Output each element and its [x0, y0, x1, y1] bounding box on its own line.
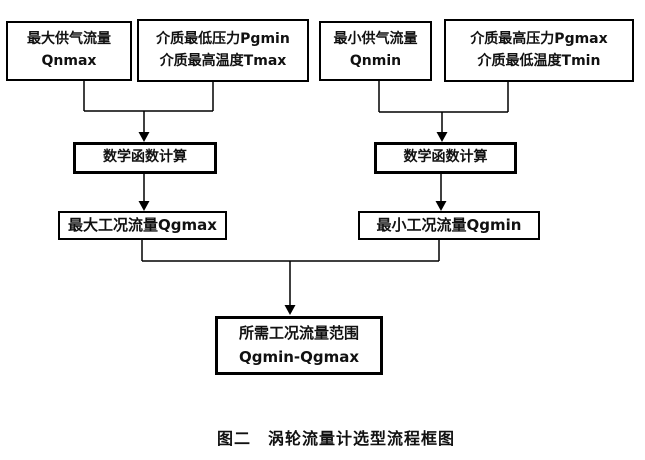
box-min-working-flow-label: 最小工况流量Qgmin	[376, 215, 522, 234]
box-required-flow-range: 所需工况流量范围 Qgmin-Qgmax	[215, 316, 383, 375]
box-min-pressure-label: 介质最低压力Pgmin	[156, 30, 290, 47]
box-math-calc-right-label: 数学函数计算	[403, 149, 488, 166]
arrowhead-qgmax	[138, 201, 150, 211]
box-max-pressure-label: 介质最高压力Pgmax	[470, 30, 608, 47]
box-required-flow-range-value: Qgmin-Qgmax	[238, 347, 360, 366]
box-max-supply-flow: 最大供气流量 Qnmax	[6, 21, 132, 81]
box-max-temp-label: 介质最高温度Tmax	[159, 52, 287, 69]
arrowhead-left-math	[138, 132, 150, 142]
box-max-supply-flow-label: 最大供气流量	[27, 31, 111, 48]
box-max-supply-flow-symbol: Qnmax	[41, 53, 97, 69]
box-math-calc-right: 数学函数计算	[374, 142, 517, 174]
connector-left-merge	[83, 80, 214, 133]
box-min-temp-label: 介质最低温度Tmin	[477, 52, 601, 69]
box-min-supply-flow-symbol: Qnmin	[349, 53, 402, 69]
box-min-supply-flow: 最小供气流量 Qnmin	[319, 21, 432, 81]
box-min-supply-flow-label: 最小供气流量	[333, 31, 418, 48]
box-max-pressure-min-temp: 介质最高压力Pgmax 介质最低温度Tmin	[444, 19, 634, 82]
figure-caption: 图二 涡轮流量计选型流程框图	[216, 429, 455, 448]
box-max-working-flow-label: 最大工况流量Qgmax	[68, 215, 217, 234]
box-max-working-flow: 最大工况流量Qgmax	[58, 211, 227, 240]
connector-right-merge	[378, 81, 509, 133]
arrowhead-qgmin	[435, 201, 447, 211]
connector-bottom-merge	[141, 240, 440, 306]
box-min-pressure-max-temp: 介质最低压力Pgmin 介质最高温度Tmax	[137, 19, 309, 82]
arrowhead-range	[284, 305, 296, 315]
arrowhead-right-math	[436, 132, 448, 142]
box-min-working-flow: 最小工况流量Qgmin	[358, 211, 540, 240]
box-math-calc-left: 数学函数计算	[73, 142, 217, 174]
box-math-calc-left-label: 数学函数计算	[103, 149, 187, 166]
box-required-flow-range-label: 所需工况流量范围	[238, 324, 359, 343]
